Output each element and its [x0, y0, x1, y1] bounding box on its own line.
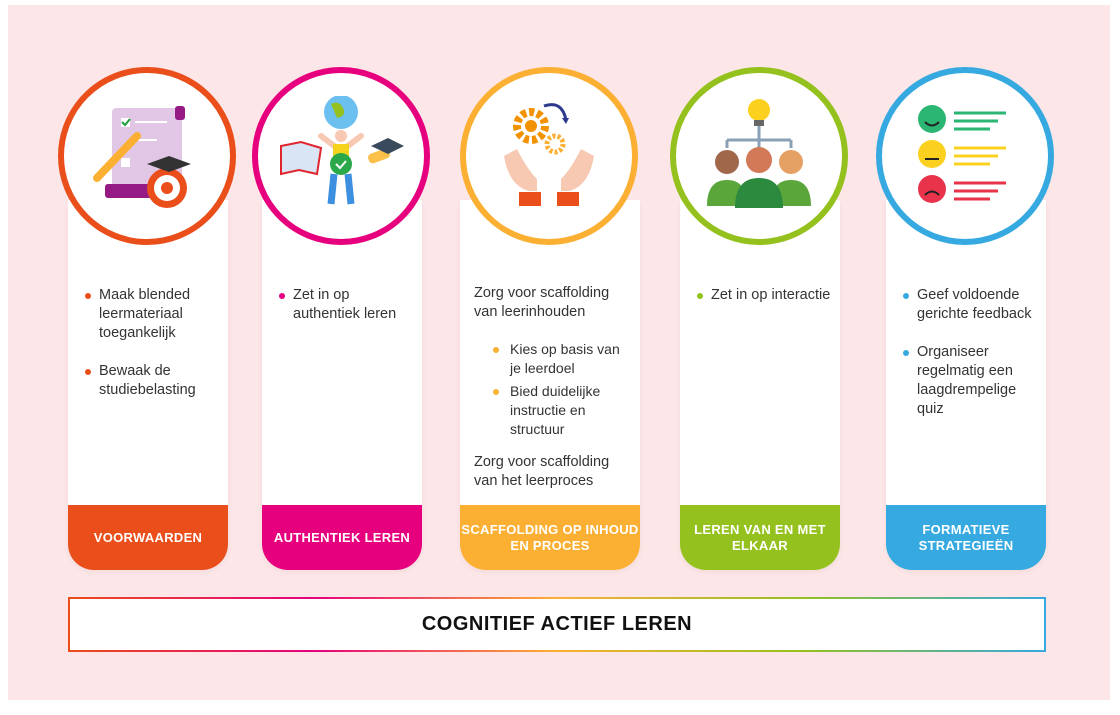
bullet-item: Zet in op interactie: [694, 286, 832, 305]
bullet-item: Kies op basis van je leerdoel: [490, 340, 632, 378]
bullet-item: Bewaak de studiebelasting: [82, 362, 220, 400]
checklist-target-icon: [58, 67, 236, 245]
column-voorwaarden: Maak blended leermateriaal toegankelijk …: [68, 200, 228, 570]
group-lightbulb-icon: [670, 67, 848, 245]
column-title: AUTHENTIEK LEREN: [262, 505, 422, 570]
bullet-item: Maak blended leermateriaal toegankelijk: [82, 286, 220, 343]
paragraph: Zorg voor scaffolding van het leerproces: [474, 454, 610, 489]
column-authentiek-leren: Zet in op authentiek leren AUTHENTIEK LE…: [262, 200, 422, 570]
globe-person-icon: [252, 67, 430, 245]
column-title: VOORWAARDEN: [68, 505, 228, 570]
banner-title: COGNITIEF ACTIEF LEREN: [70, 599, 1044, 650]
column-scaffolding: Zorg voor scaffolding van leerinhouden K…: [460, 200, 640, 570]
column-title: LEREN VAN EN MET ELKAAR: [680, 505, 840, 570]
paragraph: Zorg voor scaffolding van leerinhouden: [474, 285, 610, 320]
feedback-faces-icon: [876, 67, 1054, 245]
bullet-item: Geef voldoende gerichte feedback: [900, 286, 1038, 324]
hands-gears-icon: [460, 67, 638, 245]
bullet-item: Organiseer regelmatig een laagdrempelige…: [900, 343, 1038, 419]
banner: COGNITIEF ACTIEF LEREN: [68, 597, 1046, 652]
column-title: FORMATIEVE STRATEGIEËN: [886, 505, 1046, 570]
column-formatieve-strategieen: Geef voldoende gerichte feedback Organis…: [886, 200, 1046, 570]
column-title: SCAFFOLDING OP INHOUD EN PROCES: [460, 505, 640, 570]
bullet-item: Bied duidelijke instructie en structuur: [490, 382, 632, 439]
bullet-item: Zet in op authentiek leren: [276, 286, 414, 324]
column-leren-van-en-met-elkaar: Zet in op interactie LEREN VAN EN MET EL…: [680, 200, 840, 570]
